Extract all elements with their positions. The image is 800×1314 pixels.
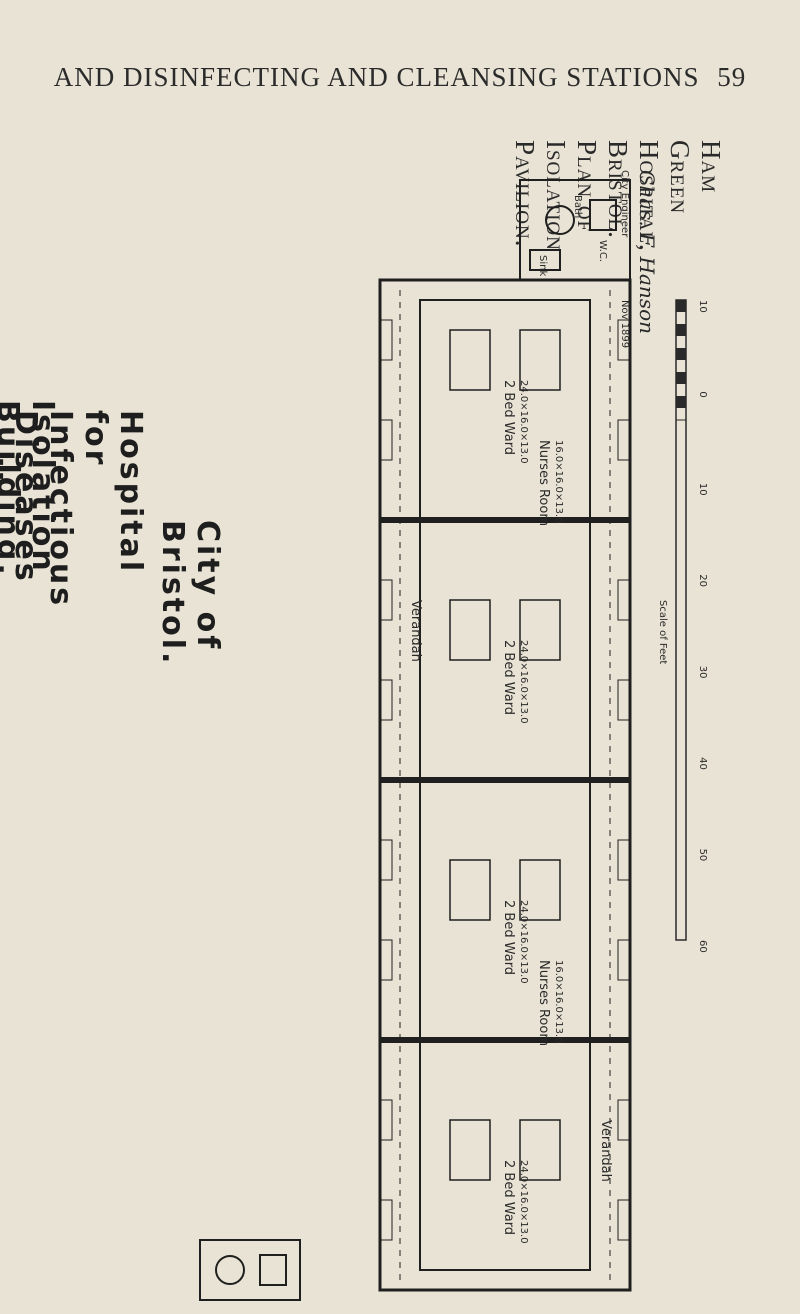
ward-d-name: 2 Bed Ward bbox=[501, 1160, 516, 1235]
caption-line-3: City of Bristol. bbox=[155, 520, 225, 667]
nurse-room-a-dims: 16.0×16.0×13.0 bbox=[553, 440, 564, 524]
ward-d-dims: 24.0×16.0×13.0 bbox=[518, 1160, 529, 1244]
sink-label: Sink bbox=[537, 255, 548, 276]
scale-bar bbox=[675, 299, 687, 941]
caption-line-2: Hospital for Infectious Diseases — Ham G… bbox=[0, 410, 148, 609]
sanitary-annex-bottom bbox=[199, 1239, 301, 1301]
ward-c-name: 2 Bed Ward bbox=[501, 900, 516, 975]
signature-note: Nov 1899 bbox=[619, 300, 630, 348]
page-header: AND DISINFECTING AND CLEANSING STATIONS … bbox=[0, 0, 800, 150]
scale-title: Scale of Feet bbox=[657, 600, 668, 664]
bath-label: Bath bbox=[572, 195, 583, 218]
signature: Chas. F. Hanson bbox=[635, 170, 659, 334]
nurse-room-b-dims: 16.0×16.0×13.0 bbox=[553, 960, 564, 1044]
wc-label: W.C. bbox=[597, 240, 608, 262]
ward-b-name: 2 Bed Ward bbox=[501, 640, 516, 715]
running-title-text: AND DISINFECTING AND CLEANSING STATIONS bbox=[53, 62, 700, 92]
ward-a-dims: 24.0×16.0×13.0 bbox=[518, 380, 529, 464]
verandah-bottom-label: Verandah bbox=[598, 1120, 613, 1182]
building-outline bbox=[378, 278, 632, 1292]
page-number: 59 bbox=[717, 62, 747, 92]
signature-title: City Engineer bbox=[619, 170, 630, 238]
nurse-room-b-name: Nurses Room bbox=[536, 960, 551, 1046]
ward-a-name: 2 Bed Ward bbox=[501, 380, 516, 455]
ward-b-dims: 24.0×16.0×13.0 bbox=[518, 640, 529, 724]
running-title: AND DISINFECTING AND CLEANSING STATIONS … bbox=[0, 62, 800, 93]
ward-c-dims: 24.0×16.0×13.0 bbox=[518, 900, 529, 984]
nurse-room-a-name: Nurses Room bbox=[536, 440, 551, 526]
sanitary-annex bbox=[519, 179, 631, 281]
verandah-top-label: Verandah bbox=[408, 600, 423, 662]
